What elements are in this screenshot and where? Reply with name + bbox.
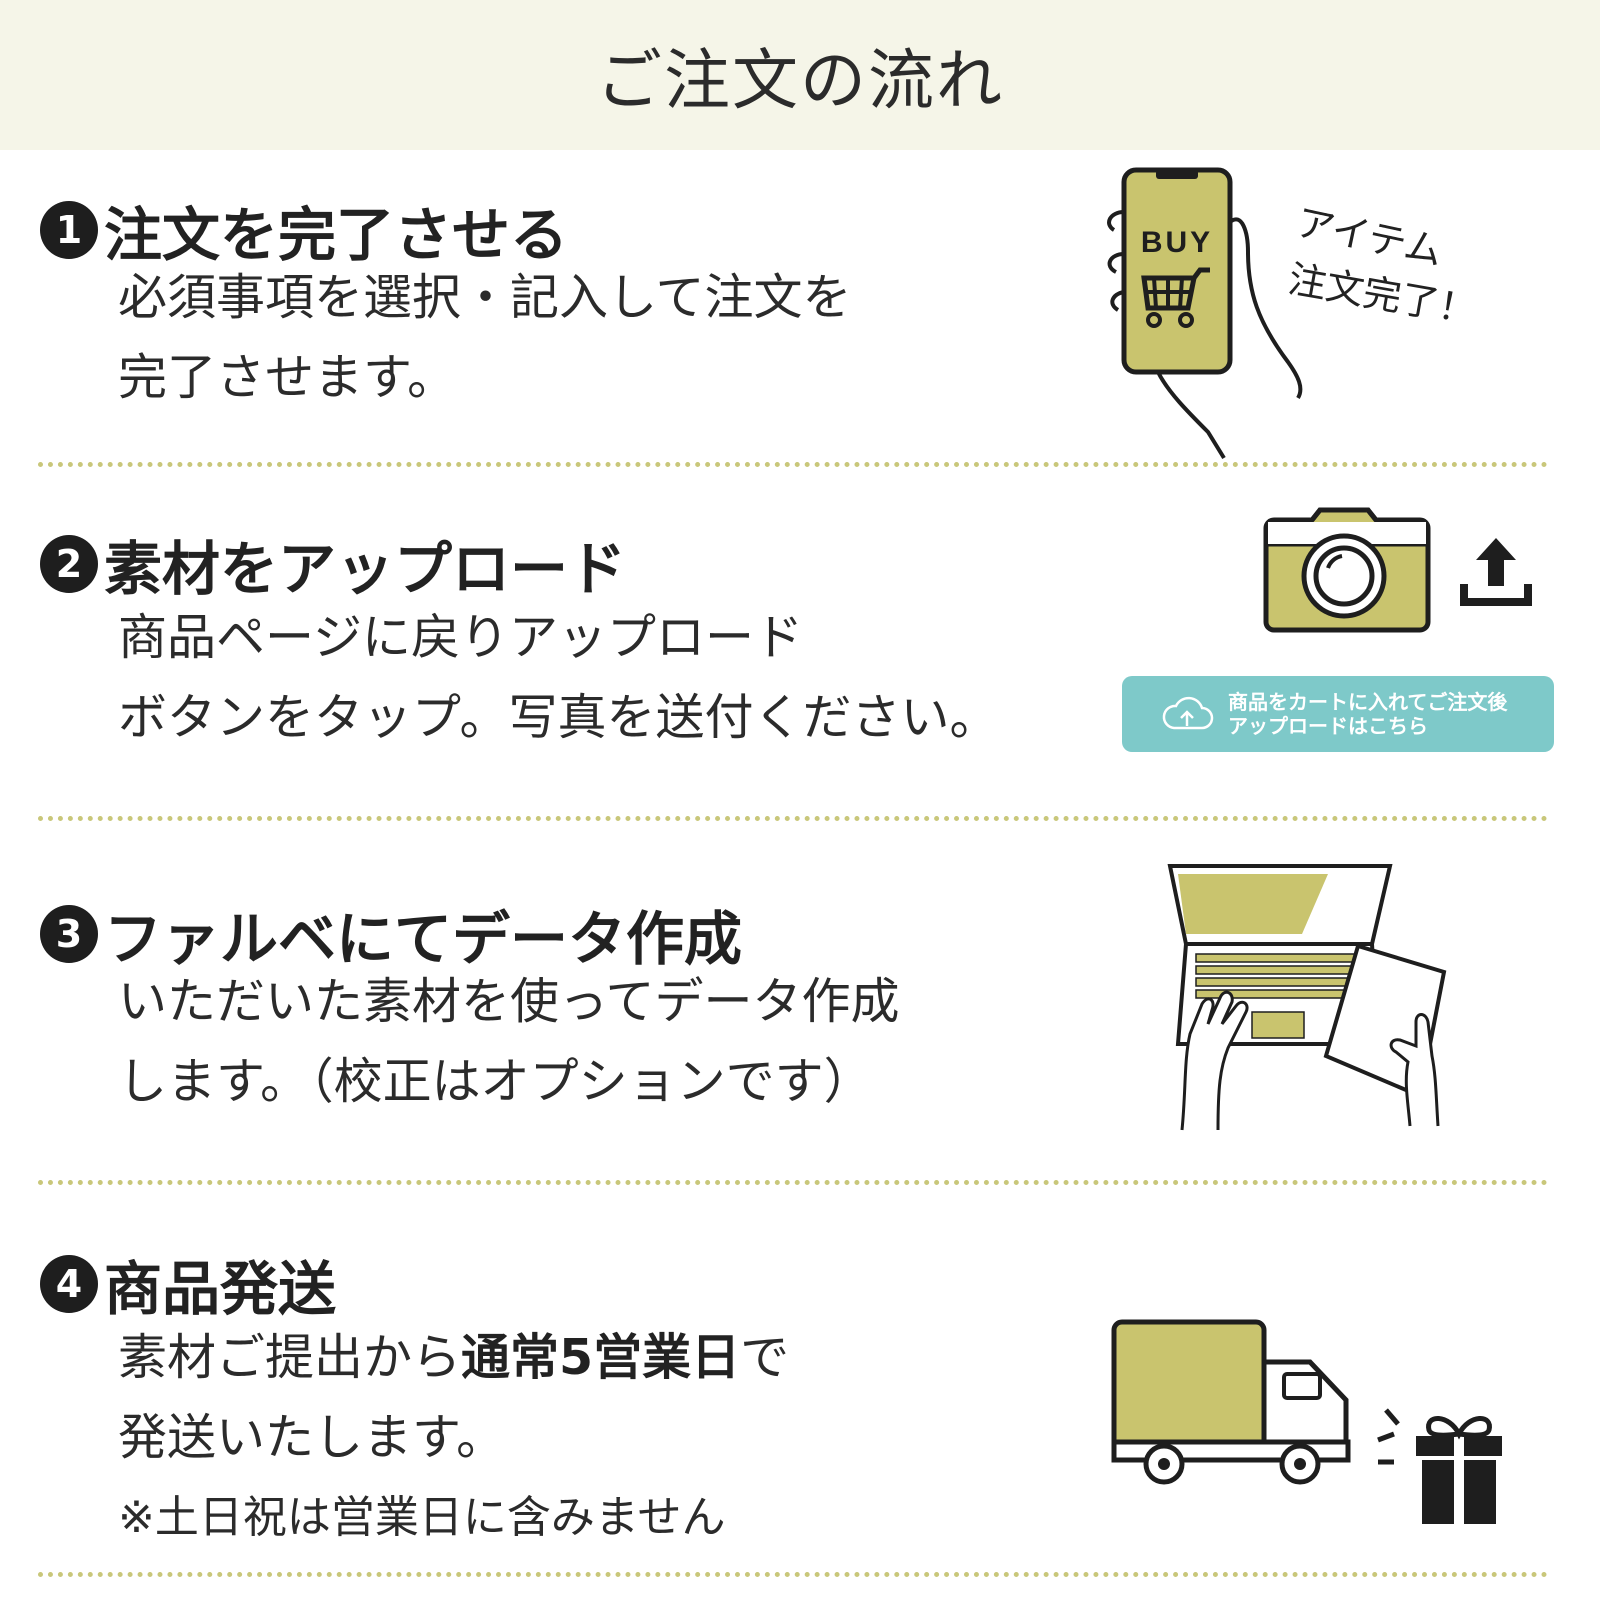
description-text: 素材ご提出から — [118, 1329, 462, 1386]
description-line: 商品ページに戻りアップロード — [118, 609, 804, 666]
step-number-badge: 2 — [40, 535, 98, 593]
page-title: ご注文の流れ — [596, 42, 1004, 119]
description-line: いただいた素材を使ってデータ作成 — [118, 973, 900, 1030]
step-4-description: 素材ご提出から通常5営業日で 発送いたします。 ※土日祝は営業日に含みません — [118, 1318, 789, 1558]
description-line: ボタンをタップ。写真を送付ください。 — [118, 689, 999, 746]
upload-button-line: 商品をカートに入れてご注文後 — [1228, 690, 1508, 714]
step-4-title: 4 商品発送 — [40, 1242, 336, 1326]
camera-icon — [1263, 507, 1431, 633]
step-number-badge: 4 — [40, 1255, 98, 1313]
step-number-badge: 1 — [40, 201, 98, 259]
phone-buy-icon: BUY — [1107, 167, 1303, 460]
description-line: 発送いたします。 — [118, 1409, 506, 1466]
description-line: 完了させます。 — [118, 349, 457, 406]
divider — [38, 462, 1548, 467]
upload-arrow-icon — [1460, 538, 1532, 606]
step-title-text: 商品発送 — [104, 1255, 337, 1323]
step-title-text: ファルベにてデータ作成 — [104, 905, 743, 973]
step-3-title: 3 ファルベにてデータ作成 — [40, 892, 742, 976]
description-line: します。（校正はオプションです） — [118, 1053, 873, 1110]
note-text: ※土日祝は営業日に含みません — [118, 1492, 726, 1543]
description-line: 必須事項を選択・記入して注文を — [118, 269, 852, 326]
header: ご注文の流れ — [0, 0, 1600, 150]
truck-icon — [1111, 1319, 1351, 1485]
step-1-description: 必須事項を選択・記入して注文を 完了させます。 — [118, 258, 852, 418]
description-line: 素材ご提出から通常5営業日で — [118, 1318, 789, 1398]
divider — [38, 1180, 1548, 1185]
svg-text:BUY: BUY — [1141, 226, 1213, 259]
upload-button-label: 商品をカートに入れてご注文後 アップロードはこちら — [1228, 690, 1507, 738]
step-title-text: 素材をアップロード — [104, 535, 627, 603]
description-text: で — [740, 1329, 790, 1386]
laptop-icon — [1167, 864, 1447, 1131]
step-3-description: いただいた素材を使ってデータ作成 します。（校正はオプションです） — [118, 962, 900, 1122]
divider — [38, 1572, 1548, 1577]
upload-button-line: アップロードはこちら — [1228, 714, 1428, 738]
upload-button[interactable]: 商品をカートに入れてご注文後 アップロードはこちら — [1122, 676, 1554, 752]
step-1-title: 1 注文を完了させる — [40, 188, 568, 272]
step-number-badge: 3 — [40, 905, 98, 963]
highlight-text: 通常5営業日 — [461, 1329, 741, 1386]
step-2-description: 商品ページに戻りアップロード ボタンをタップ。写真を送付ください。 — [118, 598, 999, 758]
divider — [38, 816, 1548, 821]
cloud-upload-icon — [1162, 696, 1214, 730]
step-title-text: 注文を完了させる — [104, 201, 569, 269]
gift-icon — [1377, 1408, 1502, 1524]
step-2-title: 2 素材をアップロード — [40, 522, 626, 606]
